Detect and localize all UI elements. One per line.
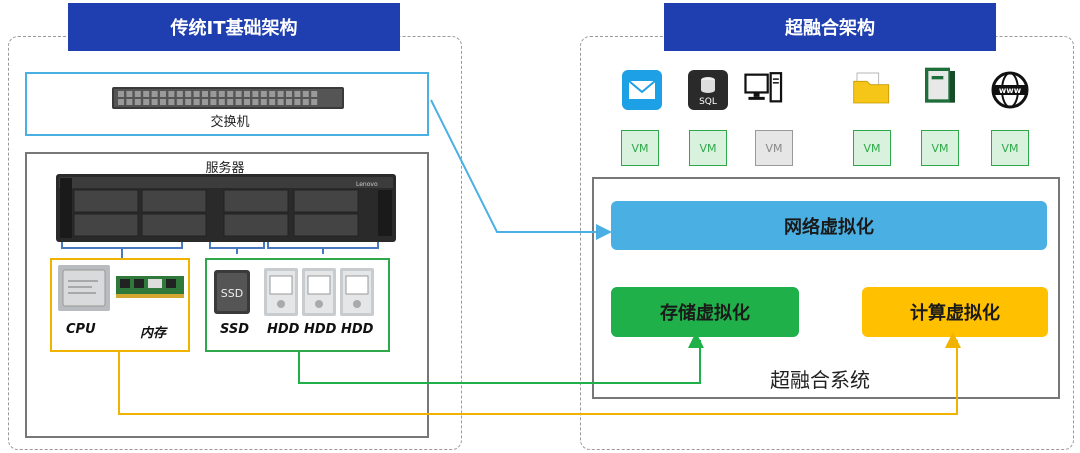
hdd-label-2: HDD [304, 322, 337, 337]
server-label: 服务器 [205, 161, 245, 176]
book-icon [925, 67, 955, 103]
compute-components-group [50, 258, 190, 352]
switch-label: 交换机 [210, 115, 250, 130]
switch-box [25, 72, 429, 136]
www-globe-icon: www [991, 71, 1029, 109]
memory-stick-icon [116, 276, 184, 298]
memory-label: 内存 [140, 326, 167, 341]
cpu-label: CPU [66, 322, 96, 337]
cpu-chip-icon [58, 265, 110, 311]
connector-brackets [61, 242, 379, 260]
ssd-label: SSD [220, 322, 250, 337]
ssd-drive-icon: SSD [214, 270, 250, 314]
hdd-drive-icon-3 [340, 268, 374, 316]
compute-connector-line [118, 332, 961, 415]
vm-box-2: VM [689, 130, 727, 166]
storage-connector-line [298, 332, 704, 384]
traditional-it-title: 传统IT基础架构 [68, 3, 400, 51]
vm-box-6: VM [991, 130, 1029, 166]
hyperconverged-system-box [592, 177, 1060, 399]
compute-virtualization-bar: 计算虚拟化 [862, 287, 1048, 337]
folder-icon [853, 72, 890, 104]
hdd-label-1: HDD [267, 322, 300, 337]
vm-box-5: VM [921, 130, 959, 166]
vm-box-3: VM [755, 130, 793, 166]
switch-device-icon [112, 87, 344, 109]
svg-text:SQL: SQL [699, 97, 717, 107]
ssd-icon-text: SSD [221, 287, 243, 300]
hyperconverged-title: 超融合架构 [664, 3, 996, 51]
storage-virtualization-bar: 存储虚拟化 [611, 287, 799, 337]
hdd-drive-icon-2 [302, 268, 336, 316]
server-brand-text: Lenovo [356, 181, 378, 188]
storage-components-group [205, 258, 390, 352]
vm-box-4: VM [853, 130, 891, 166]
hyperconverged-system-label: 超融合系统 [770, 368, 870, 392]
database-sql-icon: SQL [688, 70, 728, 110]
svg-text:www: www [999, 86, 1022, 95]
server-box [25, 152, 429, 438]
network-connector-line [430, 99, 612, 240]
server-chassis-icon: Lenovo [56, 174, 396, 242]
hdd-label-3: HDD [341, 322, 374, 337]
vm-box-1: VM [621, 130, 659, 166]
desktop-computer-icon [744, 72, 783, 103]
hdd-drive-icon-1 [264, 268, 298, 316]
mail-icon [622, 70, 662, 110]
network-virtualization-bar: 网络虚拟化 [611, 201, 1047, 250]
